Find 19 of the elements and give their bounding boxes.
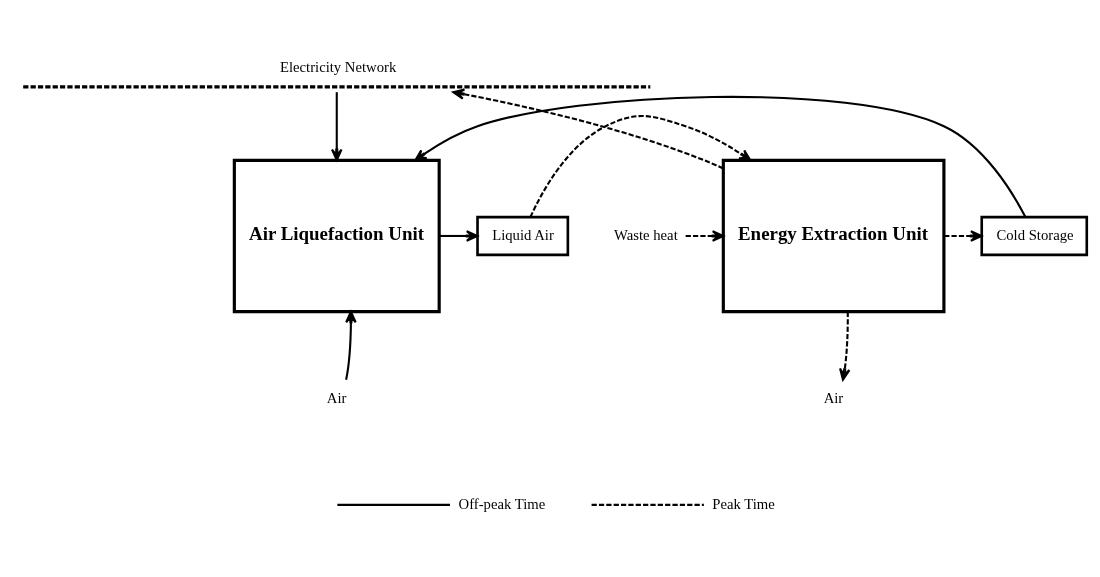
arrow [345, 310, 357, 380]
arrow [439, 230, 479, 242]
arrow [414, 95, 1027, 218]
arrow [944, 230, 983, 242]
legend-label: Peak Time [712, 495, 775, 512]
arrow [529, 115, 752, 218]
arrow [452, 88, 724, 170]
node-box: Cold Storage [980, 215, 1089, 257]
arrow [839, 311, 851, 381]
node-text: Air [326, 389, 347, 406]
arrow [685, 230, 725, 242]
node-box: Energy Extraction Unit [721, 158, 946, 314]
node-text: Air [823, 389, 844, 406]
node-text: Waste heat [614, 226, 678, 243]
node-box: Liquid Air [476, 215, 570, 257]
arrow [330, 92, 343, 162]
node-box: Air Liquefaction Unit [232, 158, 441, 314]
node-text: Electricity Network [280, 58, 397, 75]
legend-label: Off-peak Time [458, 495, 546, 512]
